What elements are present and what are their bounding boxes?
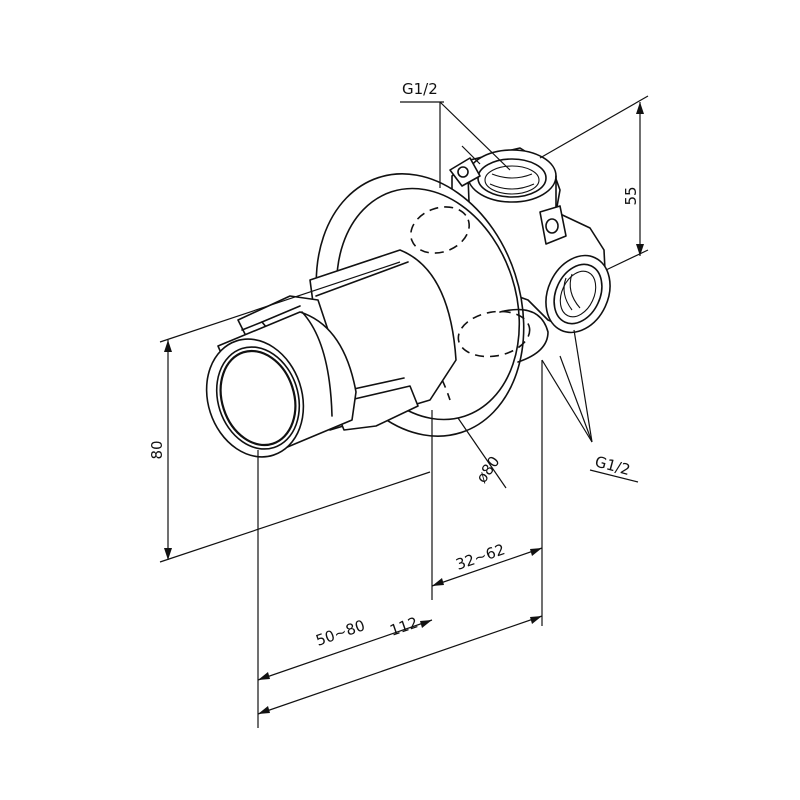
dimension-112: 112	[257, 560, 543, 715]
handle-assembly	[205, 249, 457, 458]
leader-top-g12: G1/2	[400, 80, 511, 188]
leader-flange-diameter: ø80	[457, 417, 507, 489]
dimension-80: 80	[148, 261, 431, 563]
thread-label-top: G1/2	[402, 80, 438, 98]
dimension-55: 55	[539, 95, 649, 271]
dim-label-80: 80	[148, 440, 166, 459]
dimension-32-62: 32~62	[431, 540, 543, 587]
leader-side-g12: G1/2	[541, 329, 639, 483]
flange-diameter-label: ø80	[473, 453, 504, 486]
valve-body	[449, 147, 611, 334]
dim-label-55: 55	[622, 186, 640, 205]
dim-label-112: 112	[387, 613, 420, 639]
